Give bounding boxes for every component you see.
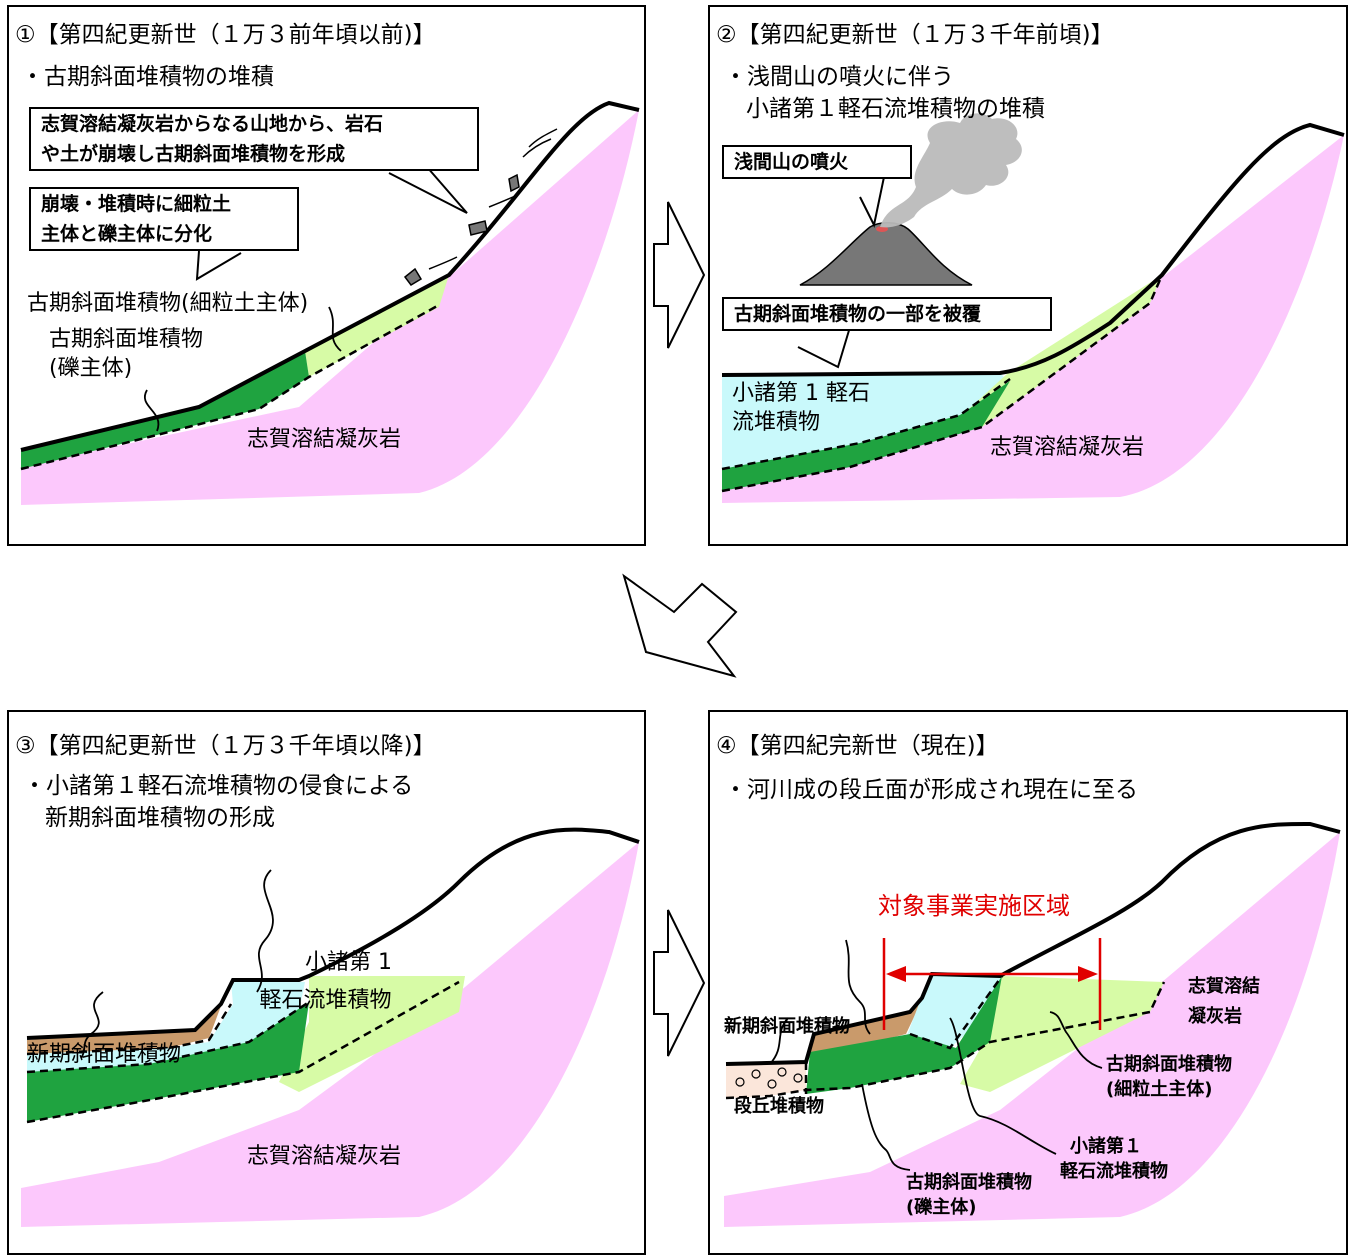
- tuff-layer: [21, 842, 639, 1227]
- eruption-plume: [880, 113, 1022, 228]
- label-terrace: 段丘堆積物: [734, 1096, 824, 1117]
- label-new-slope: 新期斜面堆積物: [724, 1016, 850, 1037]
- fine-soil-layer: [305, 275, 449, 377]
- label-pumice-flow: 小諸第 1 軽石流堆積物: [259, 950, 392, 1013]
- callout-collapse: 志賀溶結凝灰岩からなる山地から、岩石 や土が崩壊し古期斜面堆積物を形成: [29, 107, 479, 171]
- falling-rock: [468, 220, 488, 236]
- gravel-layer: [806, 976, 1002, 1094]
- label-pumice-flow: 小諸第 1 軽石 流堆積物: [732, 381, 870, 435]
- pumice-layer: [906, 974, 1002, 1048]
- callout-eruption: 浅間山の噴火: [722, 145, 912, 179]
- label-new-slope: 新期斜面堆積物: [27, 1042, 182, 1067]
- panel-2-cross-section: [721, 113, 1345, 503]
- tuff-layer: [722, 135, 1344, 503]
- panel-4-subtitle: ・河川成の段丘面が形成され現在に至る: [724, 777, 1138, 803]
- arrow-right-top: [653, 201, 706, 349]
- volcano: [799, 222, 973, 286]
- panel-4: ④【第四紀完新世（現在)】 ・河川成の段丘面が形成され現在に至る 対象事業実施区…: [708, 710, 1348, 1255]
- panel-4-title: ④【第四紀完新世（現在)】: [716, 733, 999, 759]
- pumice-layer: [722, 373, 1010, 469]
- panel-2-subtitle: ・浅間山の噴火に伴う 小諸第１軽石流堆積物の堆積: [724, 64, 1045, 122]
- tuff-layer: [724, 832, 1340, 1227]
- callout-cover: 古期斜面堆積物の一部を被覆: [722, 297, 1052, 331]
- arrow-down-left: [622, 573, 738, 678]
- panel-1-subtitle: ・古期斜面堆積物の堆積: [21, 64, 274, 90]
- falling-rock: [403, 267, 423, 286]
- panel-1: ①【第四紀更新世（１万３前年頃以前)】 ・古期斜面堆積物の堆積 志賀溶結凝灰岩か…: [7, 5, 646, 546]
- label-fine-soil: 古期斜面堆積物(細粒土主体): [27, 291, 309, 316]
- label-welded-tuff: 志賀溶結凝灰岩: [247, 427, 402, 452]
- arrow-right-bottom: [653, 909, 706, 1057]
- panel-3: ③【第四紀更新世（１万３千年頃以降)】 ・小諸第１軽石流堆積物の侵食による 新期…: [7, 710, 646, 1255]
- falling-rock: [508, 173, 520, 193]
- panel-2: ②【第四紀更新世（１万３千年前頃)】 ・浅間山の噴火に伴う 小諸第１軽石流堆積物…: [708, 5, 1348, 546]
- fine-soil-layer: [960, 976, 1164, 1092]
- fine-soil-layer: [279, 976, 465, 1092]
- label-welded-tuff: 志賀溶結凝灰岩: [990, 435, 1145, 460]
- label-gravel: 古期斜面堆積物 (礫主体): [49, 327, 204, 381]
- label-fine-soil: 古期斜面堆積物 (細粒土主体): [1106, 1054, 1232, 1100]
- label-welded-tuff: 志賀溶結 凝灰岩: [1188, 976, 1260, 1027]
- label-welded-tuff: 志賀溶結凝灰岩: [247, 1144, 402, 1169]
- label-gravel: 古期斜面堆積物 (礫主体): [906, 1172, 1032, 1218]
- panel-3-subtitle: ・小諸第１軽石流堆積物の侵食による 新期斜面堆積物の形成: [23, 773, 414, 831]
- panel-2-title: ②【第四紀更新世（１万３千年前頃)】: [716, 22, 1114, 48]
- panel-1-title: ①【第四紀更新世（１万３前年頃以前)】: [15, 22, 436, 48]
- new-slope-layer: [27, 1006, 221, 1054]
- panel-3-title: ③【第四紀更新世（１万３千年頃以降)】: [15, 733, 436, 759]
- project-area-label: 対象事業実施区域: [878, 892, 1070, 920]
- panel-4-cross-section: [724, 821, 1341, 1227]
- panel-3-cross-section: [21, 827, 640, 1227]
- gravel-layer: [722, 381, 1010, 491]
- label-pumice-flow: 小諸第１ 軽石流堆積物: [1060, 1136, 1168, 1182]
- tuff-layer: [21, 110, 639, 505]
- gravel-layer: [21, 351, 309, 469]
- panel-1-cross-section: [20, 100, 640, 505]
- gravel-layer: [27, 1002, 309, 1122]
- callout-sorting: 崩壊・堆積時に細粒土 主体と礫主体に分化: [29, 187, 299, 251]
